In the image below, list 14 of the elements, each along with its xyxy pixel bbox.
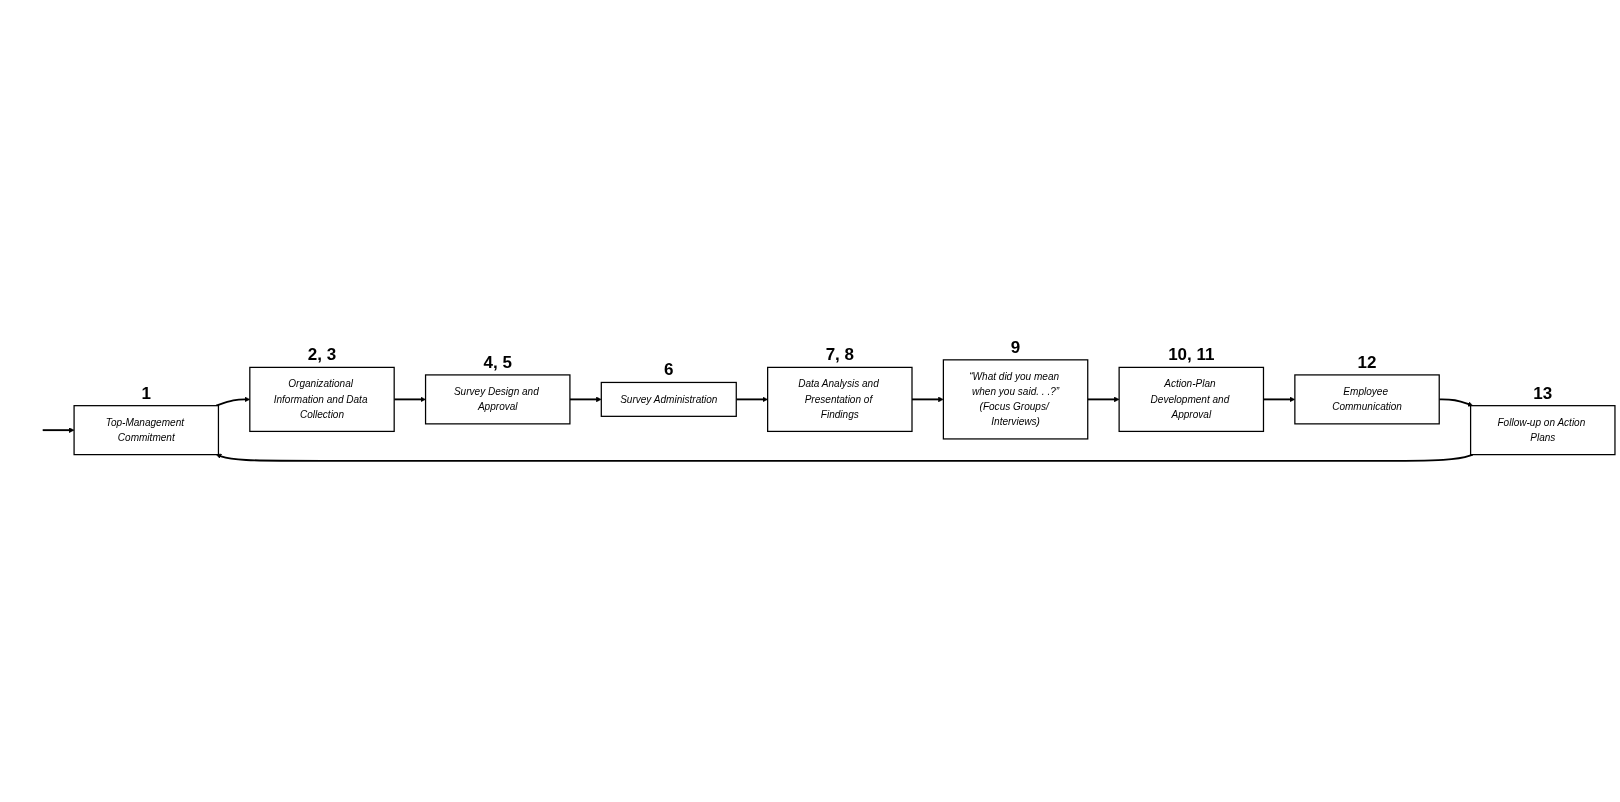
step-number: 10, 11 (1168, 345, 1215, 366)
node-box: Data Analysis and Presentation of Findings (767, 366, 913, 433)
step-number: 2, 3 (307, 345, 337, 366)
node-box: Organizational Information and Data Collection (249, 366, 395, 433)
step-number: 7, 8 (825, 345, 854, 366)
node-box: Follow-up on Action Plans (1469, 405, 1616, 456)
node-box: Action-Plan Development and Approval (1118, 366, 1265, 433)
node-box: Employee Communication (1294, 374, 1440, 425)
node-box: “What did you mean when you said. . .?” (Focus Groups/ Interviews) (942, 359, 1089, 440)
node-box: Survey Administration (600, 381, 737, 417)
node-box: Top-Management Commitment (73, 405, 220, 456)
arrow (41, 427, 75, 433)
node-box: Survey Design and Approval (424, 374, 571, 425)
arrow (215, 453, 1474, 462)
